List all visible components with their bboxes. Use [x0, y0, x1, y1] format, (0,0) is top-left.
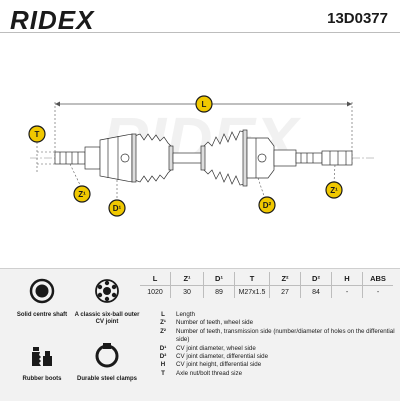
part-number: 13D0377	[327, 10, 388, 27]
thread-dimension	[36, 142, 55, 174]
spec-table: L Z¹ D¹ T Z² D² H ABS 1020 30 89 M27x1.5…	[140, 272, 393, 298]
legend-description: Axle nut/bolt thread size	[176, 369, 243, 377]
length-callout: L	[195, 95, 213, 113]
feature-label: A classic six-ball outer CV joint	[74, 312, 140, 325]
svg-text:T: T	[35, 130, 40, 139]
circle-icon	[29, 278, 55, 304]
legend-item: D¹ CV joint diameter, wheel side	[150, 345, 395, 353]
feature-steel-clamps: Durable steel clamps	[72, 342, 142, 383]
feature-label: Durable steel clamps	[76, 376, 138, 382]
legend-symbol: Z²	[160, 327, 166, 335]
svg-text:D¹: D¹	[113, 204, 122, 213]
spec-header-t: T	[234, 272, 270, 286]
spec-table-header-row: L Z¹ D¹ T Z² D² H ABS	[140, 272, 393, 286]
feature-cv-joint: A classic six-ball outer CV joint	[72, 278, 142, 326]
legend-item: H CV joint height, differential side	[150, 361, 395, 369]
drive-shaft-drawing: RIDEX L	[28, 95, 375, 217]
legend-symbol: H	[160, 361, 166, 369]
legend-symbol: D²	[159, 353, 167, 361]
legend-symbol: T	[161, 369, 165, 377]
legend-item: T Axle nut/bolt thread size	[150, 370, 395, 378]
legend-item: L Length	[150, 311, 395, 319]
feature-label: Solid centre shaft	[16, 312, 68, 318]
spec-header-d2: D²	[300, 272, 332, 286]
spec-header-length: L	[152, 274, 158, 283]
legend-description: Number of teeth, wheel side	[176, 319, 254, 327]
spec-value-length: 1020	[140, 285, 171, 298]
svg-text:D²: D²	[263, 201, 272, 210]
wheel-side-cv-diameter-callout: D¹	[108, 199, 126, 217]
spec-header-abs: ABS	[362, 272, 393, 286]
spec-header-z2: Z²	[269, 272, 301, 286]
spec-value-z2: 27	[269, 285, 301, 298]
legend-item: Z¹ Number of teeth, wheel side	[150, 319, 395, 327]
feature-solid-shaft: Solid centre shaft	[7, 278, 77, 319]
differential-side-cv-diameter-callout: D²	[258, 196, 276, 214]
legend-symbol: Z¹	[160, 319, 166, 327]
spec-header-d1: D¹	[203, 272, 235, 286]
feature-label: Rubber boots	[22, 376, 62, 382]
header-divider	[0, 32, 400, 33]
legend-description: Length	[176, 311, 195, 318]
svg-text:Z¹: Z¹	[330, 186, 338, 195]
feature-rubber-boots: Rubber boots	[7, 342, 77, 383]
thread-callout: T	[28, 125, 46, 143]
legend-description: CV joint height, differential side	[176, 361, 262, 369]
drive-shaft	[54, 129, 353, 187]
steel-clamp-icon	[95, 343, 119, 368]
legend-description: CV joint diameter, differential side	[176, 353, 269, 361]
spec-value-d2: 84	[300, 285, 332, 298]
transmission-side-teeth-callout: Z¹	[325, 181, 343, 199]
spec-value-t: M27x1.5	[234, 285, 270, 298]
header: RIDEX 13D0377	[0, 0, 400, 35]
wheel-side-teeth-callout: Z¹	[73, 185, 91, 203]
svg-text:Z¹: Z¹	[78, 190, 86, 199]
legend-description: Number of teeth, transmission side (numb…	[176, 327, 395, 344]
spec-value-d1: 89	[203, 285, 235, 298]
spec-value-h: -	[331, 285, 363, 298]
spec-header-z1: Z¹	[170, 272, 204, 286]
svg-text:L: L	[202, 100, 207, 109]
legend-symbol: L	[161, 311, 165, 318]
spec-value-abs: -	[362, 285, 393, 298]
cv-joint-icon	[95, 279, 119, 303]
rubber-boot-icon	[32, 347, 52, 366]
brand-logo: RIDEX	[10, 5, 95, 35]
spec-table-value-row: 1020 30 89 M27x1.5 27 84 - -	[140, 285, 393, 298]
legend-item: Z² Number of teeth, transmission side (n…	[150, 328, 395, 345]
callout-leaders	[69, 163, 336, 200]
spec-header-h: H	[331, 272, 363, 286]
legend-item: D² CV joint diameter, differential side	[150, 353, 395, 361]
legend-description: CV joint diameter, wheel side	[176, 344, 256, 352]
legend-symbol: D¹	[159, 344, 167, 352]
spec-value-z1: 30	[170, 285, 204, 298]
spec-legend: L Length Z¹ Number of teeth, wheel side …	[150, 311, 395, 378]
